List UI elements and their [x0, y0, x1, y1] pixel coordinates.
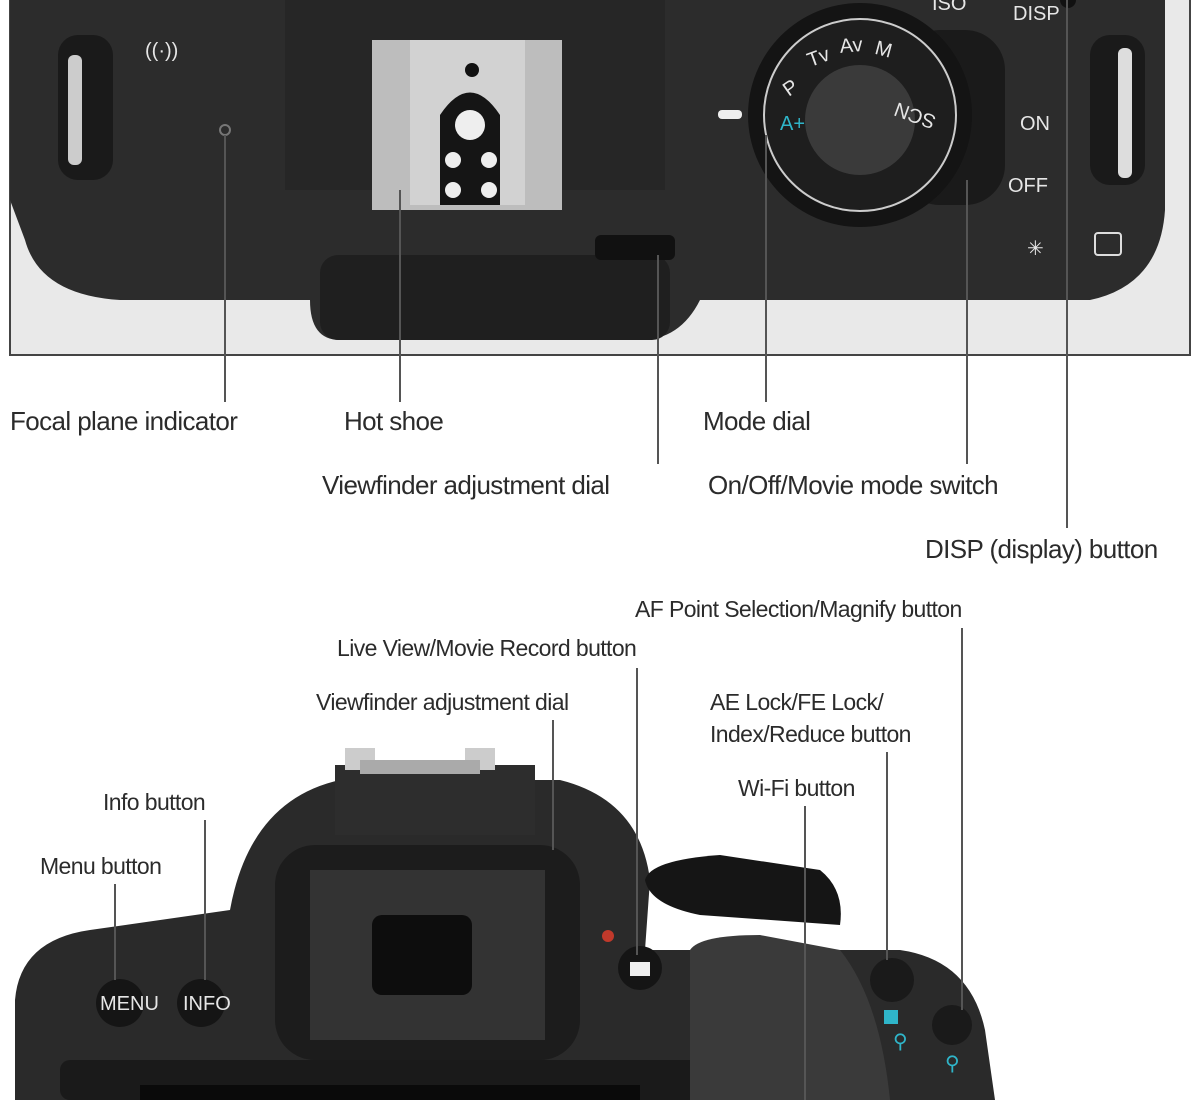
mode-m: M — [873, 37, 895, 63]
zoom-out-icon: ⚲ — [893, 1031, 908, 1053]
sun-icon: ✳ — [1027, 238, 1044, 260]
menu-marking: MENU — [100, 993, 159, 1015]
wifi-mark: ((·)) — [145, 40, 178, 62]
menu-button — [96, 979, 144, 1027]
mode-auto: A+ — [780, 113, 805, 135]
ae-lock-button — [870, 958, 914, 1002]
disp-marking: DISP — [1013, 3, 1060, 25]
record-dot — [602, 930, 614, 942]
af-point-button — [932, 1005, 972, 1045]
back-view-photo: MENU INFO ⚲ ⚲ — [15, 748, 995, 1100]
dial-index-mark — [718, 110, 742, 119]
label-ae-lock-line2: Index/Reduce button — [710, 721, 911, 747]
main-dial — [645, 855, 841, 925]
iso-marking: ISO — [932, 0, 966, 15]
info-button — [177, 979, 225, 1027]
camera-icon — [630, 962, 650, 976]
hot-shoe — [372, 40, 562, 210]
lcd-screen — [140, 1085, 640, 1100]
grid-icon — [1094, 232, 1122, 256]
top-leader-lines — [224, 0, 1068, 528]
label-power-switch: On/Off/Movie mode switch — [708, 470, 998, 500]
zoom-in-icon: ⚲ — [945, 1053, 960, 1075]
viewfinder-adjustment-dial — [595, 235, 675, 260]
label-ae-lock-line1: AE Lock/FE Lock/ — [710, 689, 884, 715]
eyepiece — [275, 845, 580, 1060]
label-wifi-button: Wi-Fi button — [738, 775, 855, 801]
off-marking: OFF — [1008, 175, 1048, 197]
label-focal-plane-indicator: Focal plane indicator — [10, 406, 238, 436]
on-marking: ON — [1020, 113, 1050, 135]
label-menu-button: Menu button — [40, 853, 161, 879]
label-info-button: Info button — [103, 789, 205, 815]
back-leader-lines — [114, 628, 963, 1100]
label-live-view-button: Live View/Movie Record button — [337, 635, 636, 661]
mode-dial: P Tv Av M SCN A+ — [748, 3, 972, 227]
label-mode-dial: Mode dial — [703, 406, 810, 436]
grip — [690, 935, 890, 1100]
label-disp-button: DISP (display) button — [925, 534, 1158, 564]
label-hot-shoe: Hot shoe — [344, 406, 443, 436]
label-viewfinder-dial-back: Viewfinder adjustment dial — [316, 689, 568, 715]
label-af-point-button: AF Point Selection/Magnify button — [635, 596, 962, 622]
label-viewfinder-adjustment-dial: Viewfinder adjustment dial — [322, 470, 609, 500]
mode-av: Av — [839, 34, 864, 58]
top-view-photo: ((·)) P Tv Av M SCN A+ ISO DISP ON OFF ✳ — [9, 0, 1191, 356]
info-marking: INFO — [183, 993, 231, 1015]
index-icon — [884, 1010, 898, 1024]
